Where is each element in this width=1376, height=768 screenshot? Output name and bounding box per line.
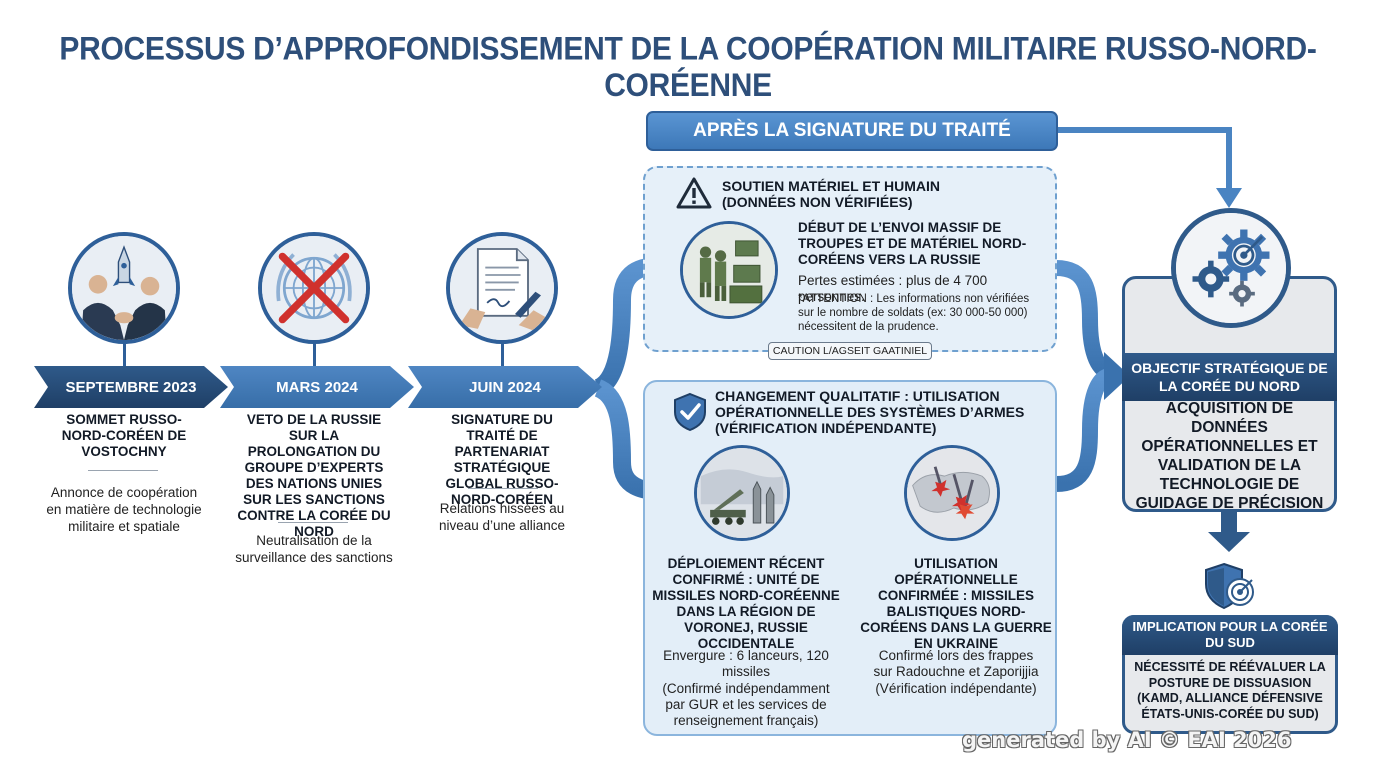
objective-body: ACQUISITION DE DONNÉES OPÉRATIONNELLES E… xyxy=(1135,400,1324,512)
flow-arrow-upper xyxy=(593,257,661,397)
treaty-divider xyxy=(468,488,538,489)
summit-subtitle: Annonce de coopération en matière de tec… xyxy=(46,485,202,534)
summit-stem xyxy=(123,342,126,376)
qualitative-panel xyxy=(643,380,1057,736)
un-veto-divider xyxy=(278,522,348,523)
flow-arrowhead-down xyxy=(1208,532,1250,552)
troops-crates-icon xyxy=(683,224,775,316)
qualitative-header: CHANGEMENT QUALITATIF : UTILISATION OPÉR… xyxy=(715,388,1025,436)
summit-divider xyxy=(88,470,158,471)
implication-body: NÉCESSITÉ DE RÉÉVALUER LA POSTURE DE DIS… xyxy=(1134,660,1326,721)
usage-title: UTILISATION OPÉRATIONNELLE CONFIRMÉE : M… xyxy=(860,556,1052,651)
summit-title: SOMMET RUSSO-NORD-CORÉEN DE VOSTOCHNY xyxy=(61,412,187,459)
troops-medallion xyxy=(680,221,778,319)
un-emblem-crossed-icon xyxy=(262,236,366,340)
un-veto-subtitle: Neutralisation de la surveillance des sa… xyxy=(235,533,393,565)
missile-unit-medallion xyxy=(694,445,790,541)
flow-arrow-header xyxy=(1058,127,1232,192)
gear-medallion xyxy=(1171,208,1291,328)
un-veto-title: VETO DE LA RUSSIE SUR LA PROLONGATION DU… xyxy=(237,412,391,539)
signing-document-icon xyxy=(450,236,554,340)
date-band-mars-2024: MARS 2024 xyxy=(220,366,414,408)
treaty-stem xyxy=(501,342,504,376)
page-title: PROCESSUS D’APPROFONDISSEMENT DE LA COOP… xyxy=(59,31,1317,104)
un-veto-medallion xyxy=(258,232,370,344)
deployment-detail-2: (Confirmé indépendamment par GUR et les … xyxy=(662,681,830,728)
post-treaty-header: APRÈS LA SIGNATURE DU TRAITÉ xyxy=(646,111,1058,151)
support-header: SOUTIEN MATÉRIEL ET HUMAIN (DONNÉES NON … xyxy=(722,178,941,210)
support-note: *ATTENTION : Les informations non vérifi… xyxy=(798,293,1030,333)
ukraine-strike-map-icon xyxy=(907,448,997,538)
flow-arrow-merge-lower xyxy=(1055,368,1112,492)
date-band-sept-2023: SEPTEMBRE 2023 xyxy=(34,366,228,408)
deployment-title: DÉPLOIEMENT RÉCENT CONFIRMÉ : UNITÉ DE M… xyxy=(652,556,840,651)
treaty-subtitle: Relations hissées au niveau d’une allian… xyxy=(438,501,566,533)
objective-header: OBJECTIF STRATÉGIQUE DE LA CORÉE DU NORD xyxy=(1122,353,1337,401)
treaty-medallion xyxy=(446,232,558,344)
support-headline: DÉBUT DE L’ENVOI MASSIF DE TROUPES ET DE… xyxy=(798,220,1027,267)
implication-header: IMPLICATION POUR LA CORÉE DU SUD xyxy=(1122,615,1338,655)
flow-arrowhead-merge xyxy=(1104,352,1130,400)
treaty-title: SIGNATURE DU TRAITÉ DE PARTENARIAT STRAT… xyxy=(445,412,559,507)
handshake-rocket-icon xyxy=(72,236,176,340)
shield-target-icon xyxy=(1205,562,1254,610)
warning-icon xyxy=(676,177,712,209)
deployment-detail-1: Envergure : 6 lanceurs, 120 missiles xyxy=(663,648,829,679)
usage-detail-1: Confirmé lors des frappes sur Radouchne … xyxy=(873,648,1039,679)
caution-tag: CAUTION L/AGSEIT GAATINIEL xyxy=(768,342,932,360)
missile-launcher-map-icon xyxy=(697,448,787,538)
shield-check-icon xyxy=(674,392,706,432)
usage-detail-2: (Vérification indépendante) xyxy=(875,681,1037,696)
date-band-juin-2024: JUIN 2024 xyxy=(408,366,602,408)
flow-arrow-down xyxy=(1221,512,1237,534)
summit-medallion xyxy=(68,232,180,344)
un-veto-stem xyxy=(313,342,316,376)
support-losses: Pertes estimées : plus de 4 700 personne… xyxy=(798,273,988,304)
ai-watermark: generated by AI © EAI 2026 xyxy=(962,728,1292,752)
flow-arrow-merge-upper xyxy=(1055,260,1112,380)
ukraine-strike-medallion xyxy=(904,445,1000,541)
gears-target-icon xyxy=(1176,213,1286,323)
flow-arrowhead-header xyxy=(1216,188,1242,208)
